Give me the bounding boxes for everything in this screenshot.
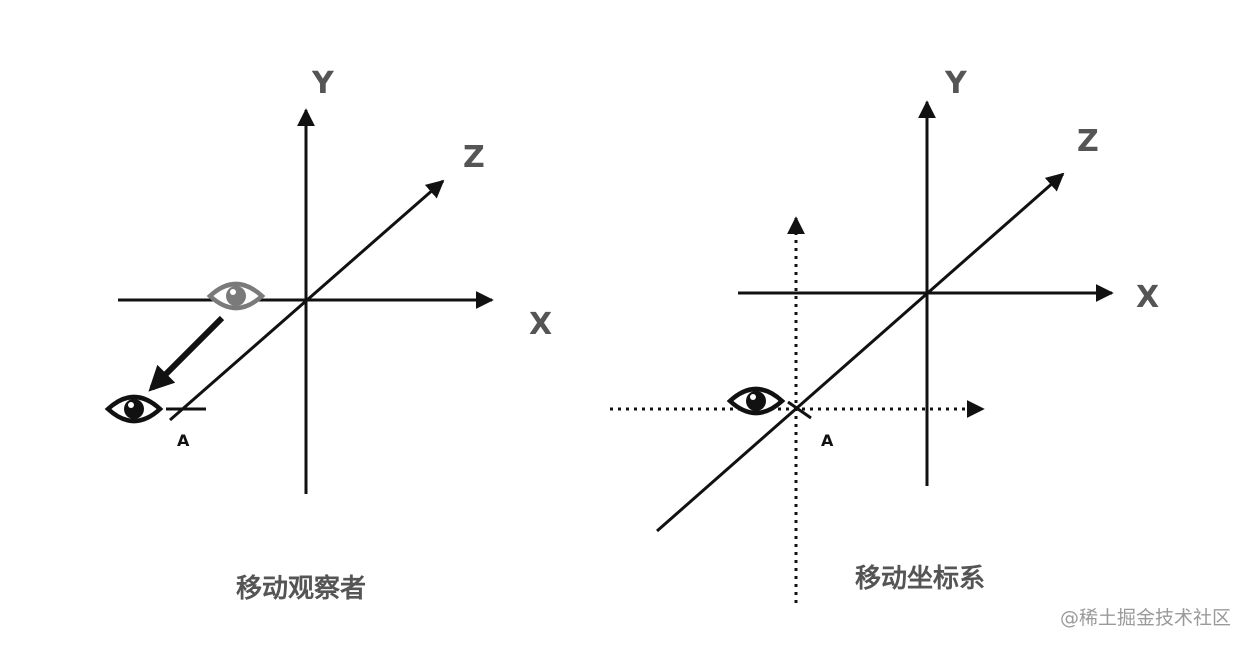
left-diagram: Y Z X A 移动观察者	[104, 66, 552, 604]
watermark-text: @稀土掘金技术社区	[1060, 607, 1231, 629]
faded-eye-icon	[206, 281, 266, 311]
right-caption: 移动坐标系	[855, 564, 985, 594]
right-point-a-label: A	[821, 431, 834, 450]
left-z-label: Z	[463, 140, 485, 175]
right-point-a-marker	[787, 400, 812, 420]
left-x-label: X	[529, 307, 552, 342]
right-diagram: Y Z X A 移动坐标系	[610, 66, 1159, 603]
left-y-label: Y	[311, 66, 335, 101]
right-z-axis	[656, 172, 1065, 533]
left-point-a-label: A	[177, 431, 190, 450]
observer-move-arrow	[148, 315, 225, 392]
observer-eye-icon	[104, 394, 164, 424]
left-z-axis	[169, 179, 445, 422]
right-y-label: Y	[944, 66, 968, 101]
left-caption: 移动观察者	[236, 574, 366, 604]
right-z-label: Z	[1077, 124, 1099, 159]
right-x-label: X	[1136, 280, 1159, 315]
right-eye-icon	[726, 386, 786, 416]
